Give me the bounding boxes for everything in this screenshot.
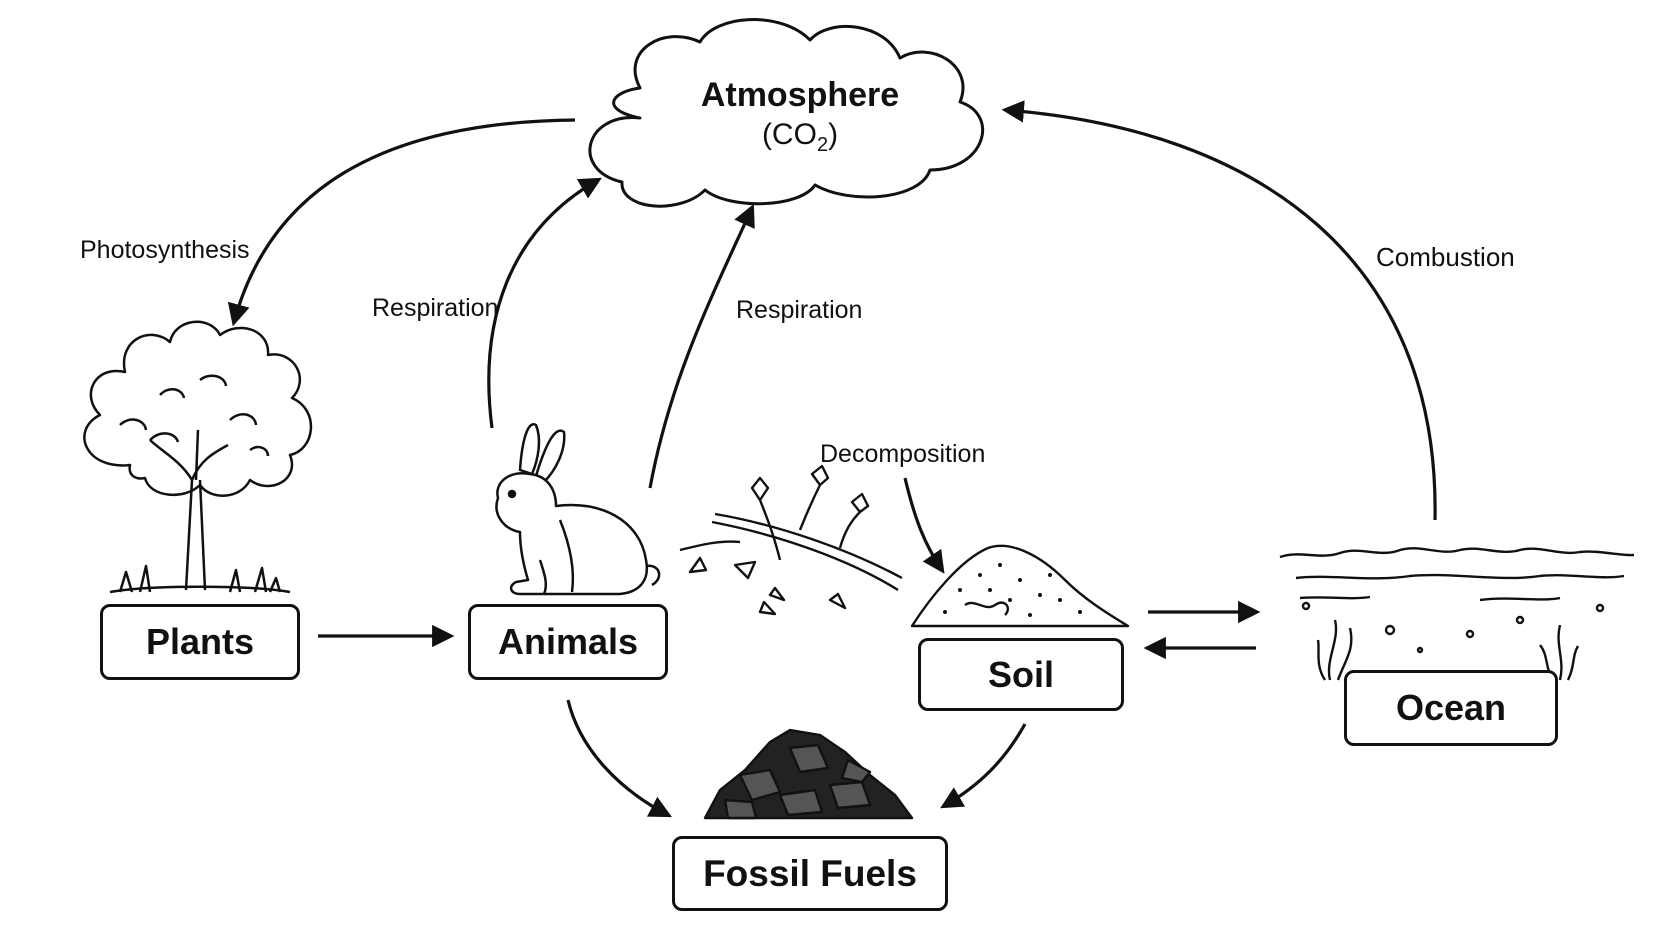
rabbit-icon [495,423,661,596]
formula-subscript: 2 [816,134,829,156]
combustion-arrow [1001,100,1437,521]
respiration-animals-label: Respiration [372,294,499,322]
formula-open: (CO [761,118,817,151]
atmosphere-formula: (CO2) [620,115,980,165]
fallen-branch-icon [679,464,903,616]
cloud-icon [588,18,985,208]
soil-to-fossil-arrow [940,723,1027,809]
atmosphere-label: Atmosphere (CO2) [620,75,980,165]
process-arrows [227,100,1437,818]
soil-pile-icon [910,544,1130,628]
coal-pile-icon [703,728,914,820]
respiration-animals-arrow [487,177,602,429]
decomposition-label: Decomposition [820,440,986,468]
formula-close: ) [828,118,839,151]
photosynthesis-label: Photosynthesis [80,236,250,264]
respiration-right-label: Respiration [736,296,863,324]
atmosphere-title: Atmosphere [700,76,900,114]
decomposition-arrow [903,477,945,574]
combustion-label: Combustion [1376,242,1515,272]
plants-node: Plants [100,604,300,680]
animals-node: Animals [468,604,668,680]
fossil-fuels-node: Fossil Fuels [672,836,948,911]
animals-to-fossil-arrow [566,699,672,818]
ocean-node: Ocean [1344,670,1558,746]
tree-icon [83,320,313,594]
respiration-right-arrow [648,203,755,489]
photosynthesis-arrow [227,118,576,327]
soil-node: Soil [918,638,1124,711]
ocean-waves-icon [1279,547,1635,681]
